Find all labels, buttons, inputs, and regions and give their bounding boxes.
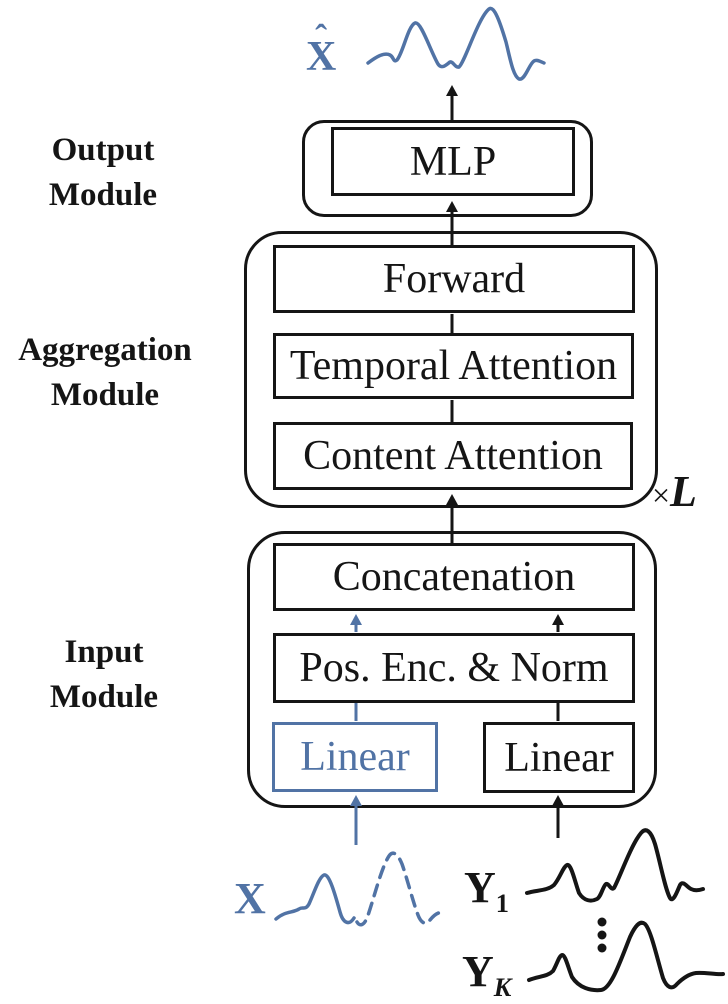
aggregation-module-label: Aggregation Module <box>2 328 208 417</box>
reference-signal-k-waveform <box>527 920 725 993</box>
input-module-label-line1: Input <box>64 634 144 670</box>
linear-target-label: Linear <box>300 734 410 780</box>
concatenation-block: Concatenation <box>273 543 635 611</box>
ellipsis-dot <box>597 943 607 953</box>
pos-enc-norm-block: Pos. Enc. & Norm <box>273 633 635 703</box>
input-signal-base: X <box>234 874 266 923</box>
input-signal-waveform-future-dashed <box>355 851 446 927</box>
times-symbol: × <box>652 477 671 513</box>
ellipsis-dot <box>597 917 607 927</box>
concatenation-label: Concatenation <box>332 554 576 600</box>
content-attention-block: Content Attention <box>273 422 633 490</box>
output-module-label: Output Module <box>28 128 178 217</box>
reference-signal-1-sub: 1 <box>495 887 509 918</box>
forward-block: Forward <box>273 245 635 313</box>
content-attention-label: Content Attention <box>303 433 603 479</box>
hat-accent: ˆ <box>315 17 328 57</box>
linear-target-block: Linear <box>272 722 438 792</box>
predicted-signal-label: ˆ X <box>306 19 337 80</box>
predicted-signal-base: X <box>306 34 337 80</box>
linear-reference-label: Linear <box>504 734 614 781</box>
pos-enc-norm-label: Pos. Enc. & Norm <box>299 645 609 691</box>
output-module-label-line2: Module <box>48 176 158 213</box>
reference-signal-1-base: Y <box>464 863 496 912</box>
temporal-attention-block: Temporal Attention <box>273 333 634 399</box>
input-signal-label: X <box>234 877 266 921</box>
repeat-count-label: L <box>670 467 697 516</box>
reference-signal-k-base: Y <box>462 947 494 996</box>
temporal-attention-label: Temporal Attention <box>289 343 618 389</box>
linear-reference-block: Linear <box>483 722 635 793</box>
predicted-signal-waveform <box>366 6 546 81</box>
forward-label: Forward <box>382 256 526 302</box>
aggregation-module-label-line1: Aggregation <box>18 332 192 368</box>
input-module-label-line2: Module <box>49 678 159 715</box>
repeat-count-badge: ×L <box>652 470 697 514</box>
output-module-container <box>302 120 593 217</box>
mlp-label: MLP <box>409 138 497 185</box>
reference-signal-1-label: Y1 <box>464 863 509 916</box>
black-waveform-group <box>525 828 725 993</box>
aggregation-module-label-line2: Module <box>50 376 160 413</box>
reference-signal-1-waveform <box>525 828 705 903</box>
reference-signal-k-sub: K <box>493 971 512 1002</box>
vertical-ellipsis-icon <box>597 917 607 953</box>
input-module-label: Input Module <box>30 630 178 719</box>
output-module-label-line1: Output <box>51 132 155 168</box>
ellipsis-dot <box>597 930 607 940</box>
input-signal-waveform-observed <box>274 873 356 925</box>
mlp-block: MLP <box>331 127 575 196</box>
reference-signal-k-label: YK <box>462 947 511 1000</box>
